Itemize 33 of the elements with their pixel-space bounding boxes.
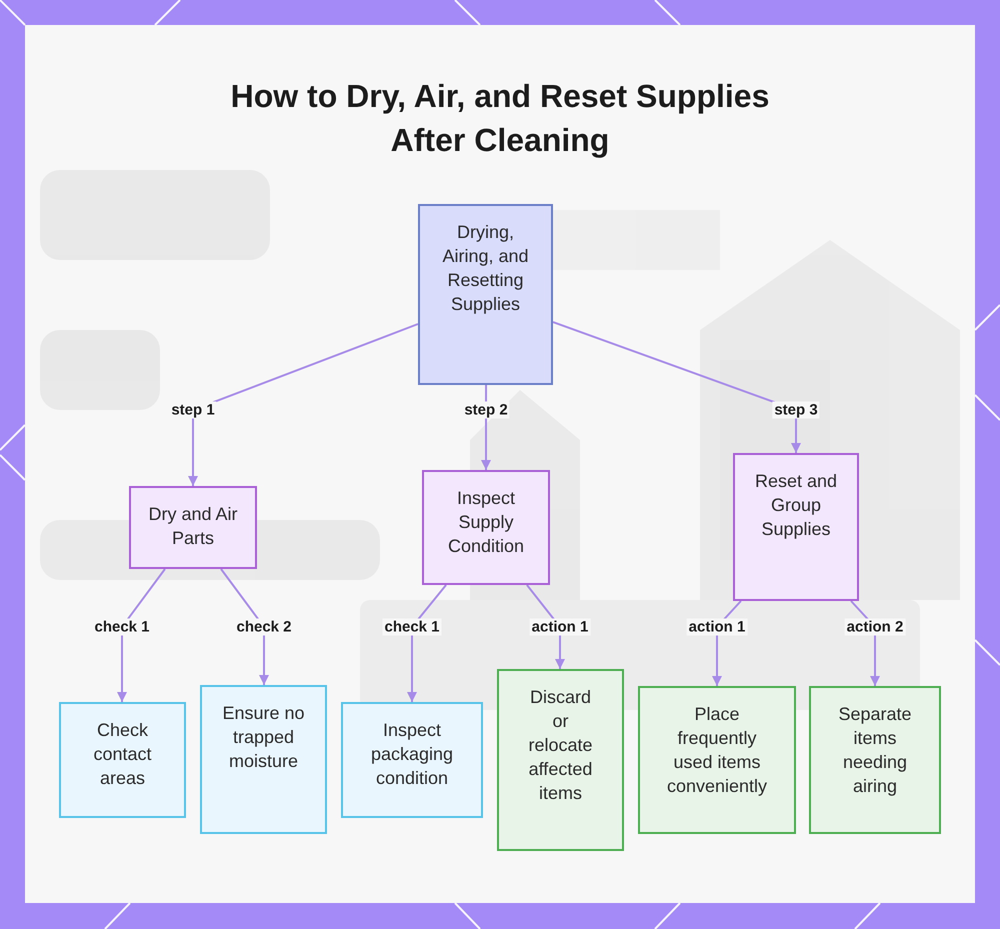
node-text: Place frequently used items conveniently xyxy=(666,703,768,798)
step-box xyxy=(809,686,941,834)
node-text: Drying, Airing, and Resetting Supplies xyxy=(441,221,530,316)
node-text: Dry and Air Parts xyxy=(148,503,238,550)
edge-label: check 2 xyxy=(234,618,294,636)
node-text: Reset and Group Supplies xyxy=(754,470,838,541)
connector-arrow xyxy=(552,321,801,453)
edge-label: action 1 xyxy=(686,618,748,636)
node-text: Check contact areas xyxy=(92,719,153,790)
step-box xyxy=(129,486,257,569)
node-text: Discard or relocate affected items xyxy=(527,686,594,805)
step-box xyxy=(733,453,859,601)
node-text: Inspect Supply Condition xyxy=(446,487,526,558)
edge-label: step 2 xyxy=(462,402,510,418)
connector-arrow xyxy=(188,323,418,486)
edge-label: action 1 xyxy=(530,618,590,636)
node-text: Inspect packaging condition xyxy=(370,719,454,790)
step-box xyxy=(200,685,327,834)
connector-arrow xyxy=(117,568,166,702)
step-box xyxy=(341,702,483,818)
step-box xyxy=(497,669,624,851)
node-text: Ensure no trapped moisture xyxy=(221,702,306,773)
edge-label: step 1 xyxy=(169,402,217,418)
edge-label: action 2 xyxy=(844,618,906,636)
step-box xyxy=(638,686,796,834)
root-box xyxy=(418,204,553,385)
step-box xyxy=(59,702,186,818)
edge-label: check 1 xyxy=(92,618,152,636)
edge-label: check 1 xyxy=(382,618,442,636)
node-text: Separate items needing airing xyxy=(837,703,913,798)
edge-label: step 3 xyxy=(772,402,820,418)
step-box xyxy=(422,470,550,585)
diagram-title: How to Dry, Air, and Reset Supplies After Cleaning xyxy=(230,77,770,160)
